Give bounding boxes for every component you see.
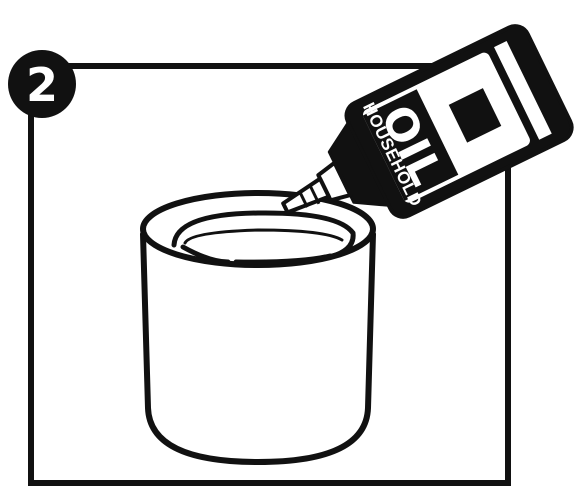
step-badge: 2 <box>8 50 76 118</box>
cup <box>143 193 373 462</box>
step-number: 2 <box>26 58 58 112</box>
cup-body <box>143 234 373 462</box>
